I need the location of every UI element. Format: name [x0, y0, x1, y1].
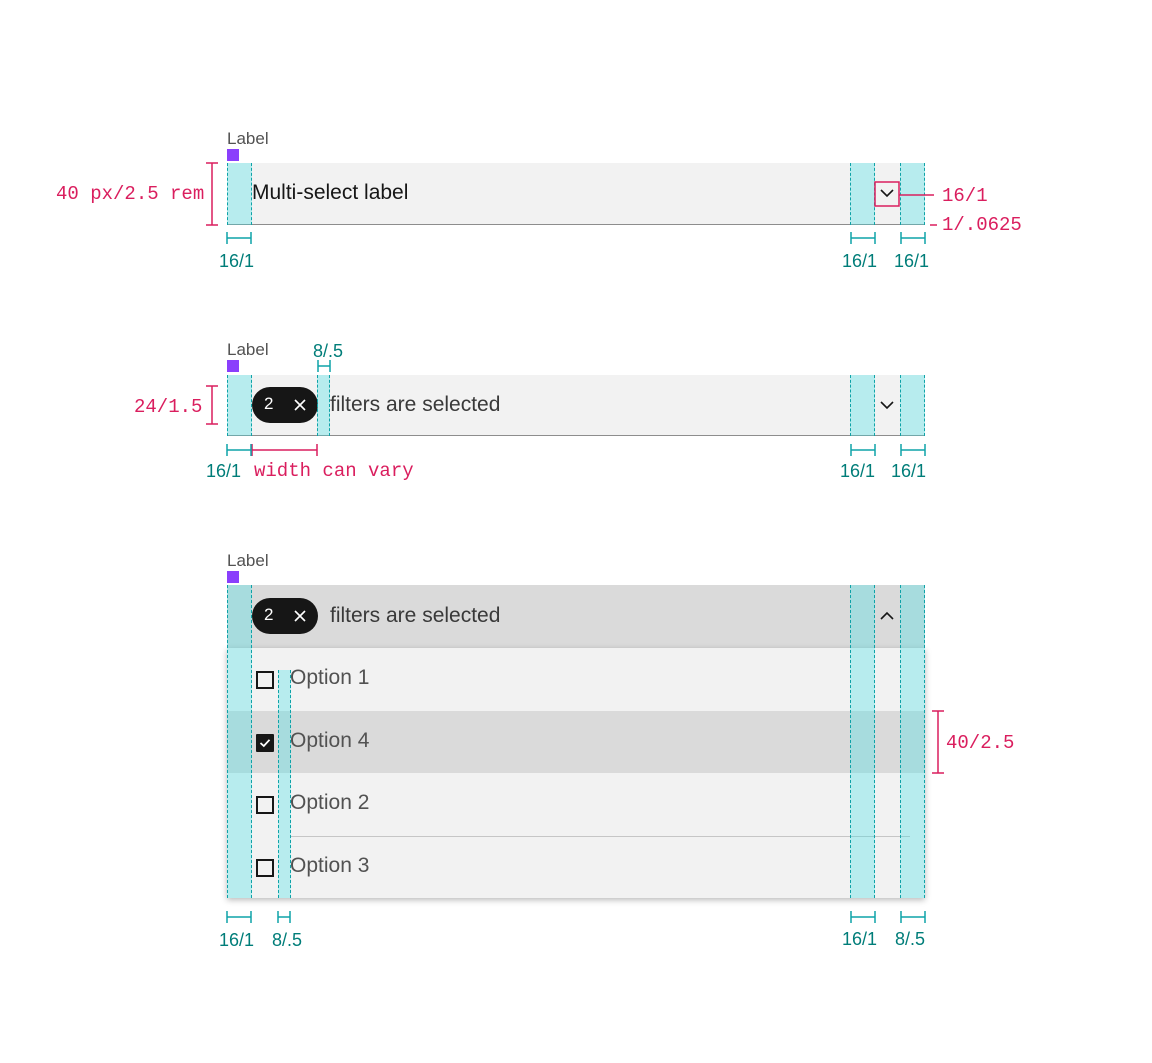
multiselect-field[interactable]: 2 filters are selected [227, 375, 925, 436]
spacing-guide [850, 585, 875, 898]
tag-count: 2 [264, 605, 274, 624]
tag-count: 2 [264, 394, 274, 413]
spacing-guide [850, 375, 875, 436]
height-spec: 40 px/2.5 rem [56, 183, 205, 205]
tag-height-spec: 24/1.5 [134, 396, 203, 418]
gap-spec: 8/.5 [313, 341, 344, 361]
spacing-guide [227, 375, 252, 436]
checkbox[interactable] [256, 796, 274, 814]
chevron-down-icon[interactable] [879, 185, 895, 201]
close-icon[interactable] [292, 397, 308, 413]
option-divider [290, 836, 910, 837]
icon-size-spec: 16/1 [942, 185, 988, 207]
icon-left-spec: 16/1 [842, 929, 878, 949]
row-height-spec: 40/2.5 [946, 732, 1015, 754]
multiselect-value: filters are selected [330, 604, 501, 627]
multiselect-value: filters are selected [330, 393, 501, 416]
spacing-guide [227, 585, 252, 898]
option-label: Option 3 [290, 854, 370, 877]
multiselect-value: Multi-select label [252, 181, 409, 204]
icon-right-spec: 16/1 [894, 251, 930, 271]
label-spacing-marker [227, 149, 239, 161]
field-label: Label [227, 340, 269, 359]
chevron-up-icon[interactable] [879, 608, 895, 624]
icon-right-spec: 8/.5 [895, 929, 926, 949]
option-row-selected[interactable]: Option 4 [227, 711, 925, 773]
spacing-guide [227, 163, 252, 225]
close-icon[interactable] [292, 608, 308, 624]
spacing-guide [900, 375, 925, 436]
icon-left-spec: 16/1 [842, 251, 878, 271]
option-label: Option 4 [290, 729, 370, 752]
border-spec: 1/.0625 [942, 214, 1022, 236]
spacing-guide [317, 375, 330, 436]
checkbox[interactable] [256, 859, 274, 877]
options-menu: Option 1 Option 4 Option 2 Option 3 [227, 648, 925, 898]
checkmark-icon [259, 739, 271, 748]
checkbox-checked[interactable] [256, 734, 274, 752]
padding-spec: 16/1 [219, 930, 255, 950]
field-label: Label [227, 129, 269, 148]
option-row[interactable]: Option 1 [227, 648, 925, 710]
option-row[interactable]: Option 2 [227, 773, 925, 835]
spacing-guide [278, 670, 291, 898]
icon-left-spec: 16/1 [840, 461, 876, 481]
multiselect-field[interactable]: Multi-select label [227, 163, 925, 225]
chevron-down-icon[interactable] [879, 397, 895, 413]
icon-right-spec: 16/1 [891, 461, 927, 481]
option-row[interactable]: Option 3 [227, 836, 925, 898]
field-label: Label [227, 551, 269, 570]
selection-tag[interactable]: 2 [252, 598, 318, 634]
selection-tag[interactable]: 2 [252, 387, 318, 423]
checkbox-gap-spec: 8/.5 [272, 930, 303, 950]
label-spacing-marker [227, 360, 239, 372]
spacing-guide [900, 163, 925, 225]
spacing-guide [900, 585, 925, 898]
checkbox[interactable] [256, 671, 274, 689]
option-label: Option 1 [290, 666, 370, 689]
tag-width-spec: width can vary [254, 460, 414, 482]
option-label: Option 2 [290, 791, 370, 814]
multiselect-field-open[interactable]: 2 filters are selected [227, 585, 925, 648]
padding-spec: 16/1 [206, 461, 242, 481]
padding-spec: 16/1 [219, 251, 255, 271]
label-spacing-marker [227, 571, 239, 583]
